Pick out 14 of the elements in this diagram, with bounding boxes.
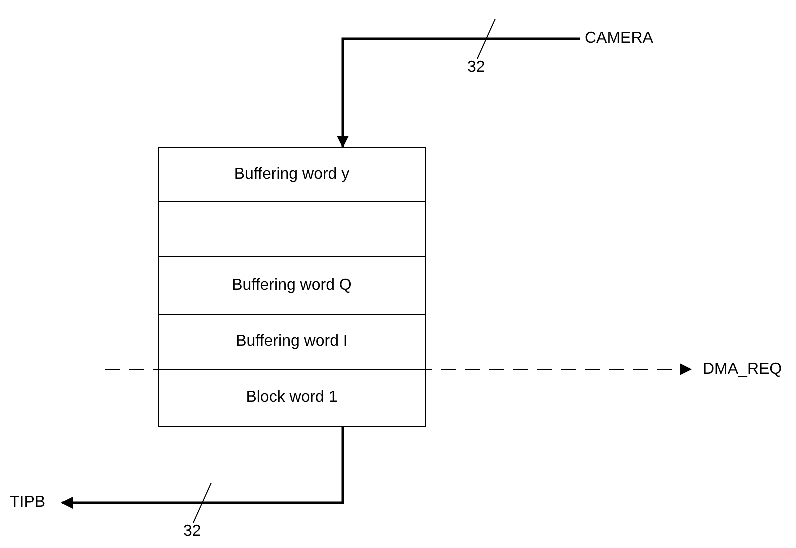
arrow xyxy=(61,427,344,509)
buffer-row xyxy=(158,314,426,370)
empty-buffer-row xyxy=(158,200,426,258)
buffer-row xyxy=(158,256,426,315)
signal-label: CAMERA xyxy=(585,28,675,50)
row-text: Buffering word I xyxy=(236,333,348,351)
signal-label: DMA_REQ xyxy=(703,359,795,381)
row-text: Block word 1 xyxy=(246,389,338,407)
buffer-row xyxy=(158,369,426,427)
row-text: Buffering word y xyxy=(234,166,350,184)
arrow xyxy=(337,38,580,148)
row-text: Buffering word Q xyxy=(232,276,352,294)
buffer-row xyxy=(158,147,426,202)
signal-label: TIPB xyxy=(10,492,60,514)
